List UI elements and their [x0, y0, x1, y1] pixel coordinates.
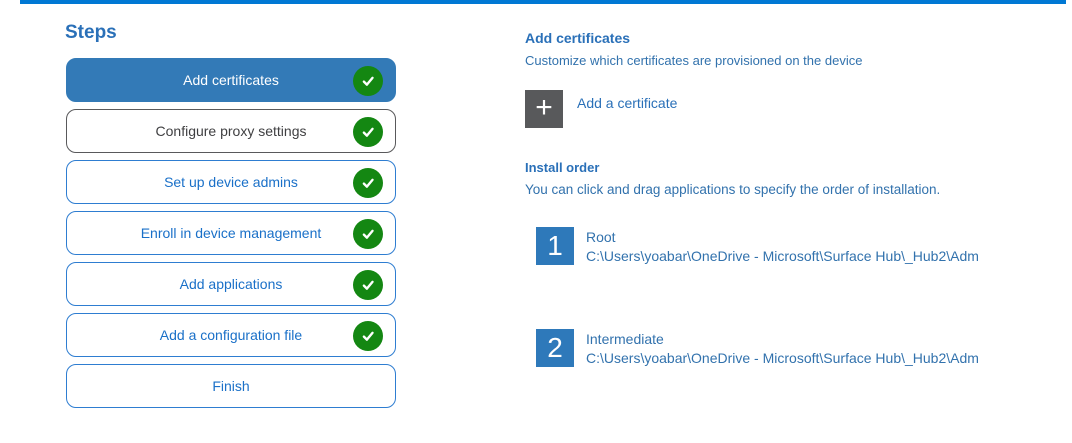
steps-panel-title: Steps: [65, 22, 117, 43]
step-enroll-in-device-management[interactable]: Enroll in device management: [66, 211, 396, 255]
check-icon: [353, 117, 383, 147]
step-label: Finish: [212, 378, 250, 394]
step-configure-proxy-settings[interactable]: Configure proxy settings: [66, 109, 396, 153]
step-label: Add applications: [179, 276, 283, 292]
check-icon: [353, 168, 383, 198]
page-title: Add certificates: [525, 30, 631, 46]
step-label: Set up device admins: [164, 174, 298, 190]
step-label: Add a configuration file: [159, 327, 303, 343]
step-finish[interactable]: Finish: [66, 364, 396, 408]
check-icon: [353, 66, 383, 96]
check-icon: [353, 321, 383, 351]
step-add-applications[interactable]: Add applications: [66, 262, 396, 306]
top-accent-bar: [20, 0, 1066, 4]
step-label: Add certificates: [183, 72, 279, 88]
check-icon: [353, 270, 383, 300]
plus-icon[interactable]: +: [525, 90, 563, 128]
install-order-hint: You can click and drag applications to s…: [525, 182, 941, 197]
certificate-name: Intermediate: [586, 331, 664, 347]
install-item-text: Root C:\Users\yoabar\OneDrive - Microsof…: [586, 228, 979, 266]
step-label: Configure proxy settings: [155, 123, 307, 139]
step-add-certificates[interactable]: Add certificates: [66, 58, 396, 102]
install-order-item[interactable]: 1 Root C:\Users\yoabar\OneDrive - Micros…: [536, 227, 979, 266]
install-item-text: Intermediate C:\Users\yoabar\OneDrive - …: [586, 330, 979, 368]
add-certificate-label: Add a certificate: [577, 95, 678, 111]
step-set-up-device-admins[interactable]: Set up device admins: [66, 160, 396, 204]
certificate-path: C:\Users\yoabar\OneDrive - Microsoft\Sur…: [586, 350, 979, 366]
order-number-badge: 1: [536, 227, 574, 265]
page-subtitle: Customize which certificates are provisi…: [525, 53, 863, 68]
step-add-a-configuration-file[interactable]: Add a configuration file: [66, 313, 396, 357]
order-number-badge: 2: [536, 329, 574, 367]
install-order-item[interactable]: 2 Intermediate C:\Users\yoabar\OneDrive …: [536, 329, 979, 368]
install-order-title: Install order: [525, 160, 600, 175]
certificate-path: C:\Users\yoabar\OneDrive - Microsoft\Sur…: [586, 248, 979, 264]
add-certificate-button[interactable]: + Add a certificate: [525, 90, 677, 128]
check-icon: [353, 219, 383, 249]
certificate-name: Root: [586, 229, 616, 245]
step-label: Enroll in device management: [140, 225, 322, 241]
steps-list: Add certificates Configure proxy setting…: [66, 58, 396, 415]
